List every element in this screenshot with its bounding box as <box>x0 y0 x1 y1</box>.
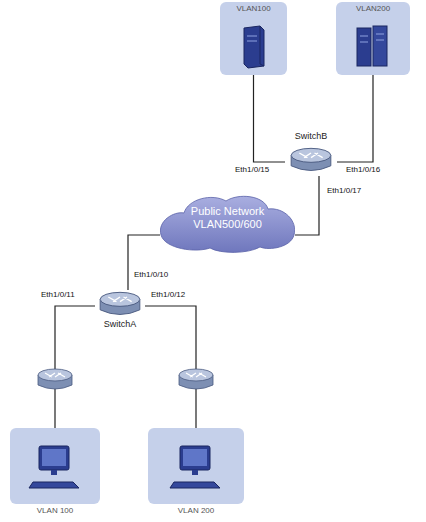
switch-label: SwitchA <box>95 319 145 330</box>
icon-holder <box>353 22 393 74</box>
port-label: Eth1/0/16 <box>345 165 381 175</box>
port-label: Eth1/0/17 <box>326 186 362 196</box>
switch-label: SwitchB <box>285 131 337 142</box>
server-box: VLAN100 <box>220 2 287 75</box>
vlan-label: VLAN 100 <box>10 506 100 516</box>
access-switch-icon <box>179 369 213 389</box>
port-label: Eth1/0/15 <box>234 165 270 175</box>
pc-box: VLAN 200 <box>148 428 244 504</box>
pc-box: VLAN 100 <box>10 428 100 504</box>
link-line <box>254 75 286 162</box>
switch-icon <box>288 146 334 174</box>
link-line <box>295 176 319 235</box>
server-box: VLAN200 <box>336 2 410 75</box>
switch-node: SwitchB <box>285 128 337 176</box>
vlan-label: VLAN100 <box>220 4 287 13</box>
icon-holder <box>234 22 274 74</box>
vlan-label: VLAN200 <box>336 4 410 13</box>
link-line <box>128 235 160 290</box>
cloud-node: Public Network VLAN500/600 <box>160 193 295 253</box>
switch-node: SwitchA <box>95 290 145 332</box>
icon-holder <box>166 442 226 496</box>
link-line <box>337 75 373 162</box>
server-icon <box>234 22 274 70</box>
port-label: Eth1/0/12 <box>150 290 186 300</box>
port-label: Eth1/0/11 <box>40 290 76 300</box>
switch-icon <box>97 290 143 318</box>
access-switch-icon <box>38 369 72 389</box>
network-label: Public Network VLAN500/600 <box>182 205 274 231</box>
pc-icon <box>166 442 226 492</box>
icon-holder <box>25 442 85 496</box>
server-icon <box>353 22 393 70</box>
link-line <box>145 306 196 428</box>
pc-icon <box>25 442 85 492</box>
port-label: Eth1/0/10 <box>133 270 169 280</box>
icon-holder <box>288 146 334 178</box>
icon-holder <box>97 290 143 322</box>
link-line <box>55 306 95 428</box>
vlan-label: VLAN 200 <box>148 506 244 516</box>
